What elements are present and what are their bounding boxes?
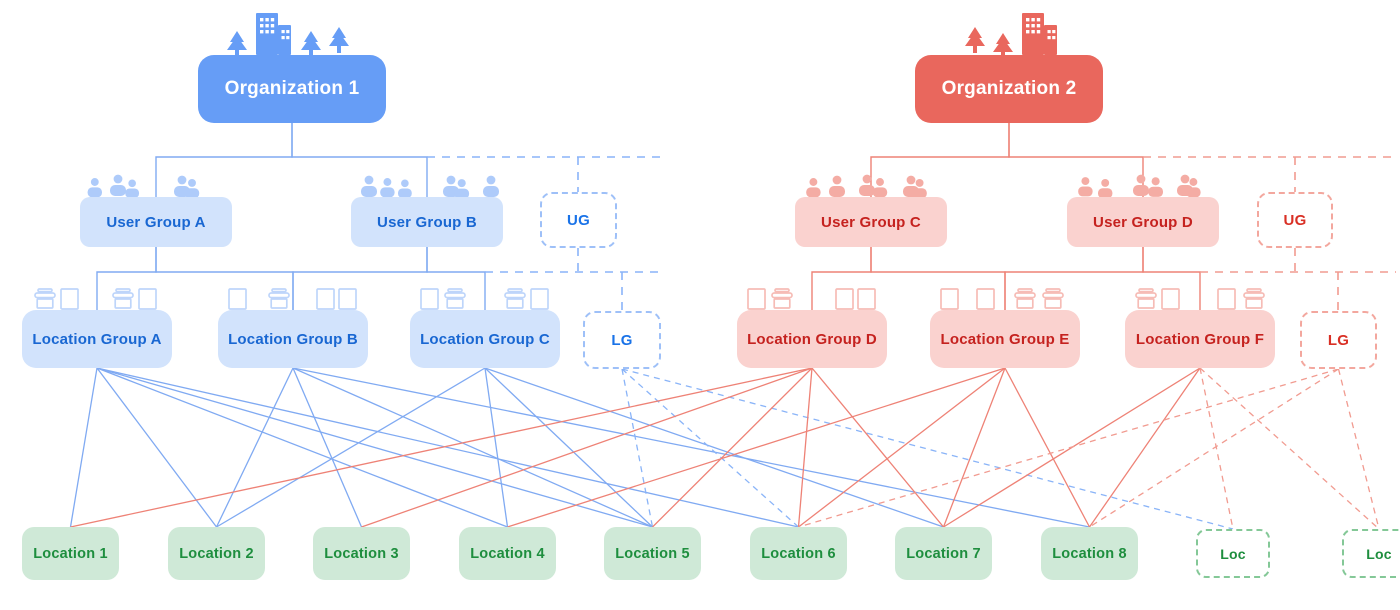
location-group-placeholder-red-box: LG [1300, 311, 1377, 369]
user-group-b-box: User Group B [351, 197, 503, 247]
location-group-e-stores-icon [940, 288, 1064, 310]
location-group-c-box: Location Group C [410, 310, 560, 368]
location-group-f-label: Location Group F [1135, 330, 1265, 348]
location-group-e-label: Location Group E [940, 330, 1070, 348]
location-placeholder-2-box: Loc [1342, 529, 1400, 578]
organization-1-label: Organization 1 [224, 78, 360, 99]
location-placeholder-2-label: Loc [1366, 545, 1392, 562]
location-group-c-stores-icon [420, 288, 549, 310]
location-8-label: Location 8 [1052, 545, 1127, 562]
user-group-placeholder-red-box: UG [1257, 192, 1333, 248]
location-placeholder-1-box: Loc [1196, 529, 1270, 578]
location-2-label: Location 2 [179, 545, 254, 562]
user-group-a-box: User Group A [80, 197, 232, 247]
user-group-b-people-icon [361, 175, 499, 198]
location-3-label: Location 3 [324, 545, 399, 562]
location-group-d-box: Location Group D [737, 310, 887, 368]
user-group-c-people-icon [806, 174, 927, 198]
location-placeholder-1-label: Loc [1220, 545, 1246, 562]
location-group-a-box: Location Group A [22, 310, 172, 368]
location-7-label: Location 7 [906, 545, 981, 562]
user-group-a-label: User Group A [106, 213, 206, 231]
location-4-box: Location 4 [459, 527, 556, 580]
ug-placeholder-blue-label: UG [567, 211, 590, 229]
location-group-f-stores-icon [1135, 288, 1265, 310]
user-group-b-label: User Group B [377, 213, 477, 231]
location-8-box: Location 8 [1041, 527, 1138, 580]
location-group-e-box: Location Group E [930, 310, 1080, 368]
user-group-d-people-icon [1078, 174, 1201, 198]
location-group-a-stores-icon [34, 288, 157, 310]
location-1-box: Location 1 [22, 527, 119, 580]
location-5-label: Location 5 [615, 545, 690, 562]
location-group-d-label: Location Group D [747, 330, 877, 348]
organization-2-icon [965, 13, 1057, 57]
location-4-label: Location 4 [470, 545, 545, 562]
user-group-c-label: User Group C [821, 213, 921, 231]
location-6-box: Location 6 [750, 527, 847, 580]
organization-2-box: Organization 2 [915, 55, 1103, 123]
location-3-box: Location 3 [313, 527, 410, 580]
user-group-a-people-icon [87, 174, 200, 198]
location-group-d-stores-icon [747, 288, 876, 310]
user-group-d-label: User Group D [1093, 213, 1193, 231]
location-7-box: Location 7 [895, 527, 992, 580]
location-group-f-box: Location Group F [1125, 310, 1275, 368]
location-group-b-stores-icon [228, 288, 357, 310]
lg-placeholder-blue-label: LG [611, 331, 633, 349]
lg-placeholder-red-label: LG [1327, 331, 1350, 349]
user-group-d-box: User Group D [1067, 197, 1219, 247]
user-group-c-box: User Group C [795, 197, 947, 247]
location-2-box: Location 2 [168, 527, 265, 580]
location-group-placeholder-blue-box: LG [583, 311, 661, 369]
location-group-b-box: Location Group B [218, 310, 368, 368]
location-group-b-label: Location Group B [228, 330, 358, 348]
location-1-label: Location 1 [33, 545, 108, 562]
location-group-a-label: Location Group A [32, 330, 162, 348]
organization-2-label: Organization 2 [941, 78, 1077, 99]
location-5-box: Location 5 [604, 527, 701, 580]
user-group-placeholder-blue-box: UG [540, 192, 617, 248]
ug-placeholder-red-label: UG [1283, 211, 1307, 229]
organization-1-box: Organization 1 [198, 55, 386, 123]
location-group-c-label: Location Group C [420, 330, 550, 348]
organization-1-icon [227, 13, 349, 57]
location-6-label: Location 6 [761, 545, 836, 562]
